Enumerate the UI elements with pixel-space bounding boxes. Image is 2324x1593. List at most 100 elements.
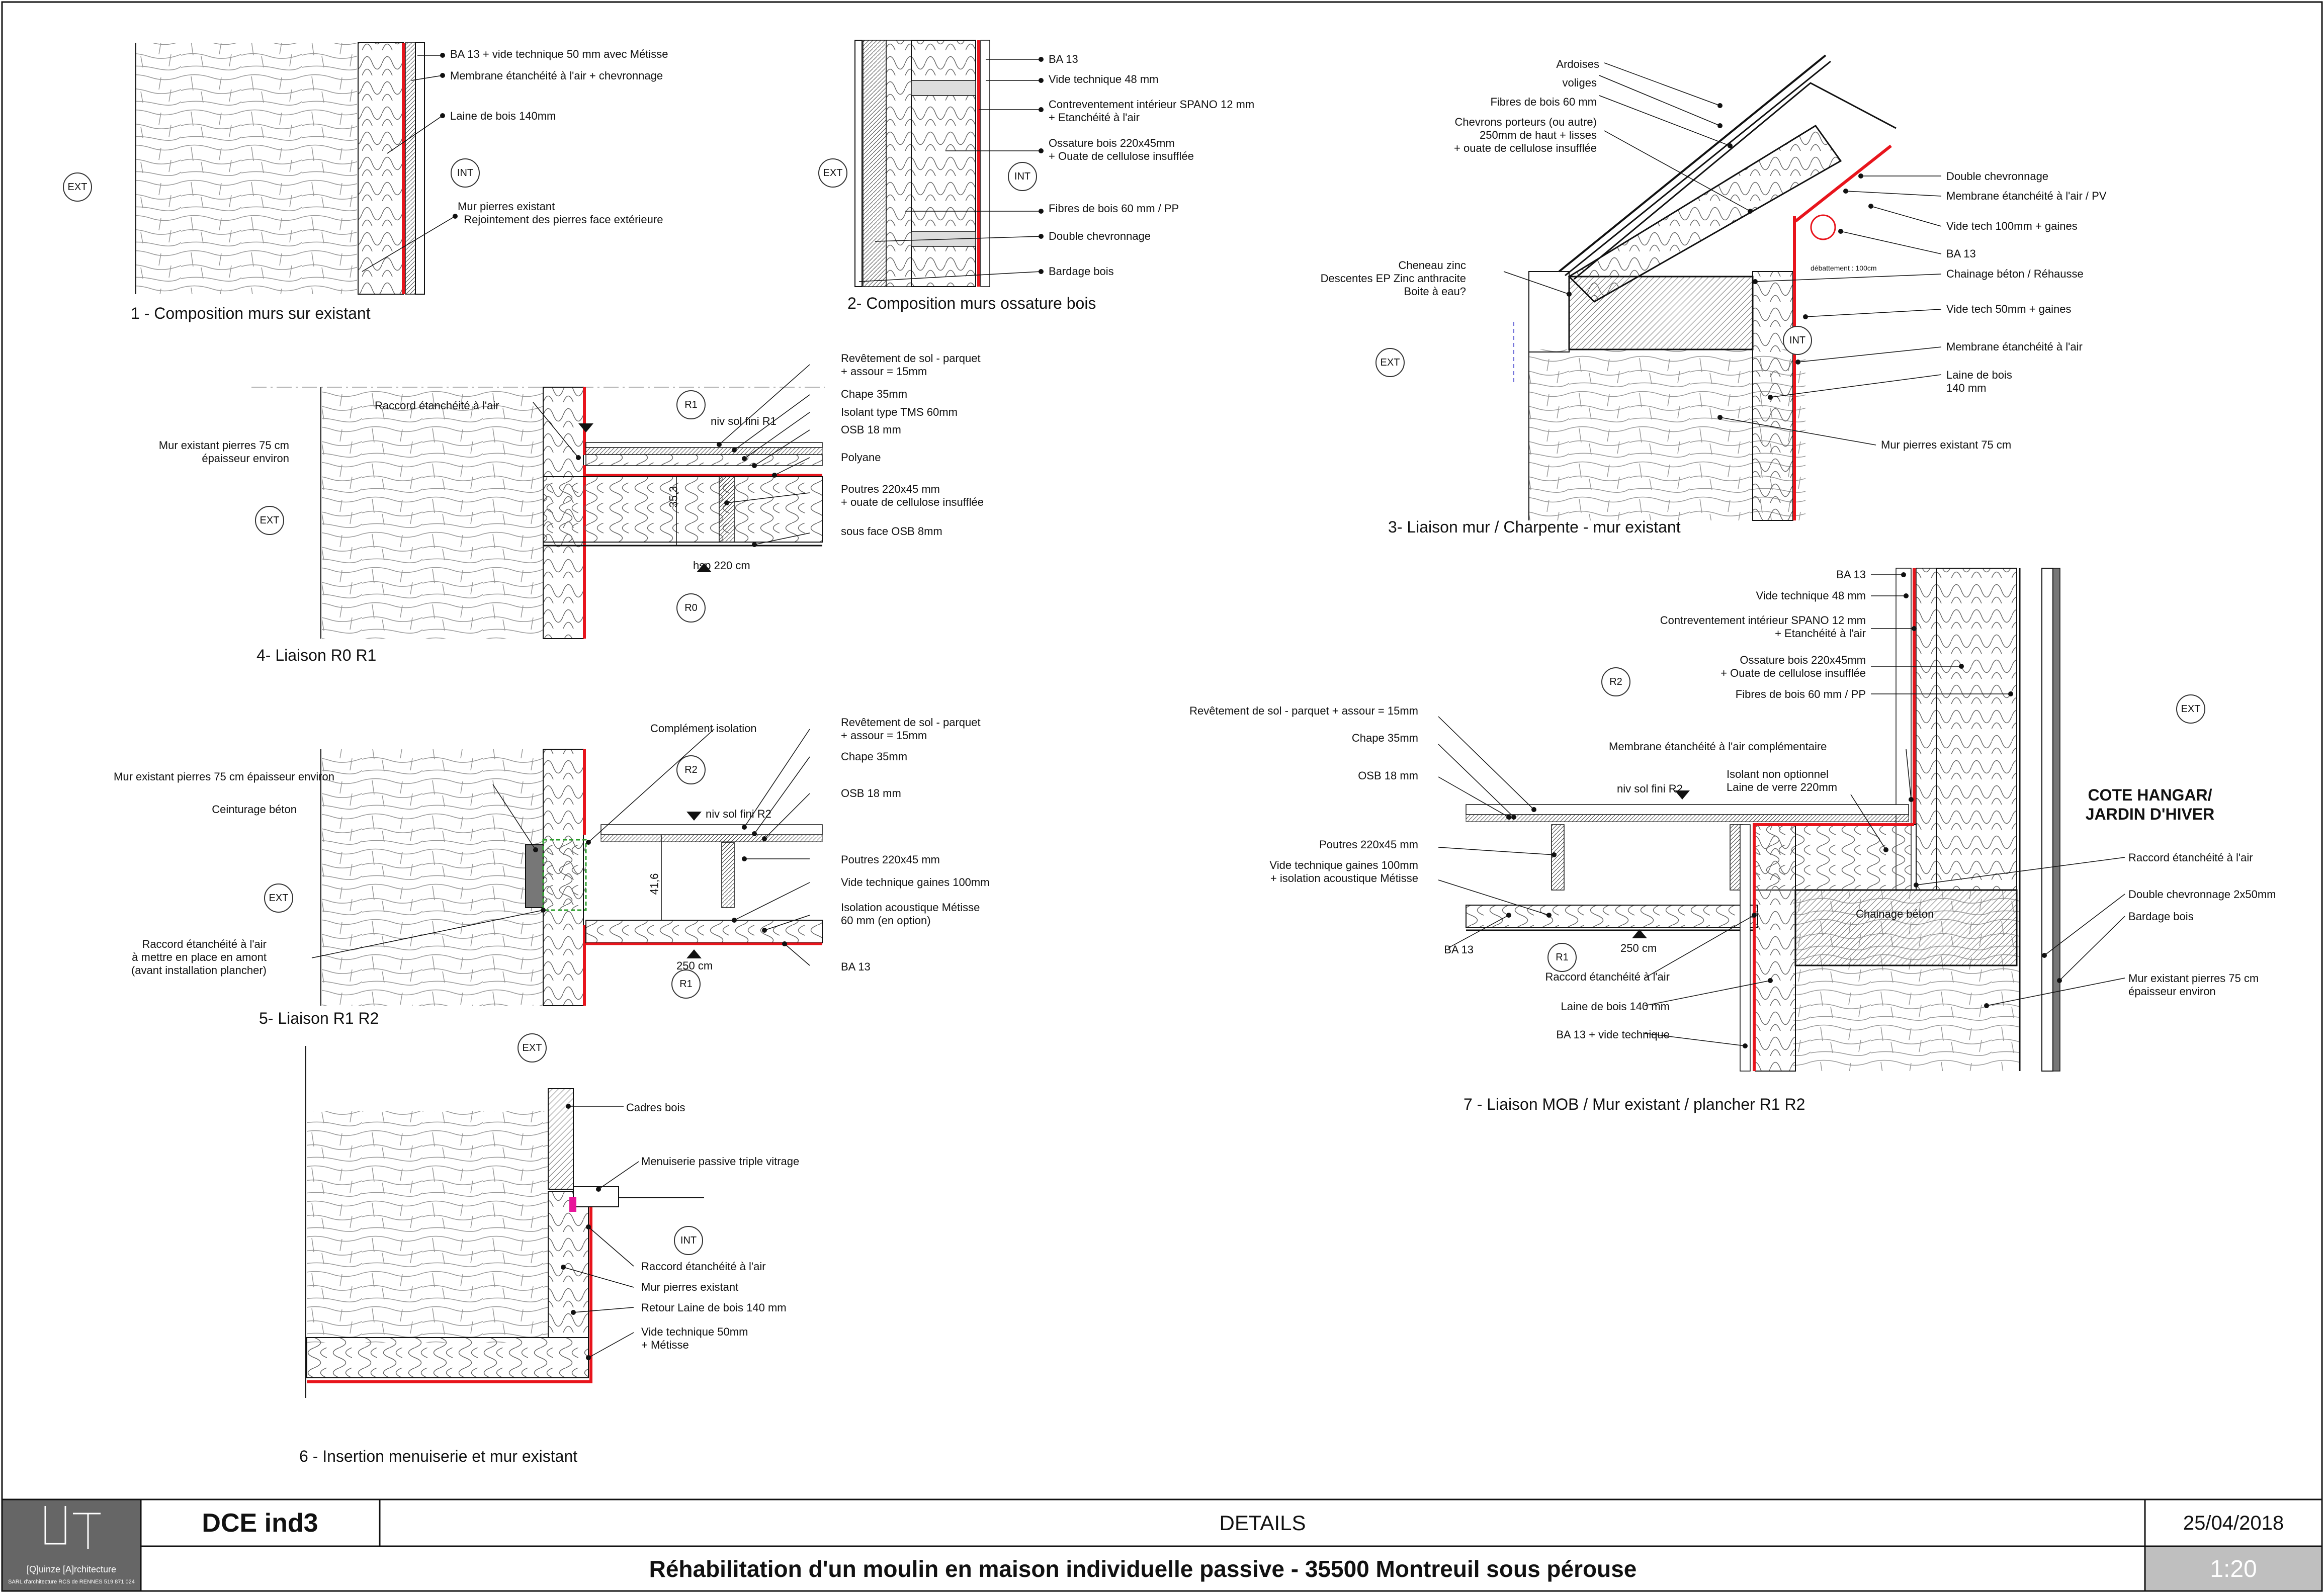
d4-label-raccord: Raccord étanchéité à l'air bbox=[375, 399, 499, 412]
leader-dot bbox=[724, 500, 729, 505]
d7-label-osb: OSB 18 mm bbox=[1358, 769, 1418, 782]
tag-int-d6: INT bbox=[674, 1226, 703, 1255]
d3-label-chevrons: Chevrons porteurs (ou autre) 250mm de ha… bbox=[1454, 116, 1597, 154]
leader-dot bbox=[561, 1265, 566, 1270]
leader-dot bbox=[533, 847, 538, 852]
leader-dot bbox=[1552, 852, 1557, 857]
d1-label-laine: Laine de bois 140mm bbox=[450, 110, 556, 122]
d2-label-vide: Vide technique 48 mm bbox=[1049, 73, 1159, 85]
leader-dot bbox=[1567, 292, 1572, 297]
leader-dot bbox=[1743, 1043, 1748, 1048]
detail-1-wall-existing bbox=[135, 42, 456, 295]
leader-dot bbox=[2057, 978, 2062, 983]
d3-label-ba13: BA 13 bbox=[1946, 247, 1976, 260]
d5-label-raccord: Raccord étanchéité à l'air à mettre en p… bbox=[131, 938, 267, 977]
d1-label-ba13: BA 13 + vide technique 50 mm avec Métiss… bbox=[450, 48, 668, 60]
tag-r1-d7: R1 bbox=[1547, 943, 1577, 972]
leader-dot bbox=[1838, 229, 1843, 234]
tag-int-d1: INT bbox=[451, 158, 480, 188]
d7-label-ba13-low: BA 13 bbox=[1444, 943, 1474, 956]
leader-dot bbox=[1904, 593, 1909, 598]
leader-dot bbox=[541, 908, 546, 913]
leader-dot bbox=[732, 918, 737, 923]
leader-dot bbox=[586, 1224, 591, 1229]
d7-label-fibres: Fibres de bois 60 mm / PP bbox=[1735, 688, 1866, 700]
tag-r1-d4: R1 bbox=[676, 390, 706, 419]
d3-label-vide-tech-100: Vide tech 100mm + gaines bbox=[1946, 220, 2078, 232]
leader-dot bbox=[1039, 57, 1044, 62]
d5-label-poutres: Poutres 220x45 mm bbox=[841, 853, 940, 866]
d4-label-revetement: Revêtement de sol - parquet + assour = 1… bbox=[841, 352, 981, 378]
leader-dot bbox=[1717, 103, 1723, 108]
leader-dot bbox=[596, 1187, 601, 1192]
tag-ext-d1: EXT bbox=[63, 172, 92, 202]
d5-label-vide: Vide technique gaines 100mm bbox=[841, 876, 990, 889]
d7-side-title: COTE HANGAR/ JARDIN D'HIVER bbox=[2085, 786, 2215, 823]
d7-label-raccord-right: Raccord étanchéité à l'air bbox=[2128, 851, 2253, 864]
d2-label-ba13: BA 13 bbox=[1049, 53, 1078, 65]
d3-label-membrane-pv: Membrane étanchéité à l'air / PV bbox=[1946, 190, 2107, 202]
d7-label-chape: Chape 35mm bbox=[1351, 732, 1418, 744]
d7-label-laine: Laine de bois 140 mm bbox=[1561, 1000, 1670, 1013]
d5-label-revetement: Revêtement de sol - parquet + assour = 1… bbox=[841, 716, 981, 742]
d7-label-ossature: Ossature bois 220x45mm + Ouate de cellul… bbox=[1720, 654, 1866, 679]
leader-dot bbox=[571, 1310, 576, 1315]
tag-r2-d5: R2 bbox=[676, 755, 706, 784]
leader-dot bbox=[576, 455, 581, 460]
d4-dim: 35,3 bbox=[667, 486, 680, 508]
d3-label-chainage: Chainage béton / Réhausse bbox=[1946, 268, 2084, 280]
leader-dot bbox=[1868, 204, 1873, 209]
leader-dot bbox=[1883, 847, 1888, 852]
leader-dot bbox=[440, 73, 445, 78]
d3-label-voliges: voliges bbox=[1562, 76, 1597, 89]
d7-label-vide-gaines: Vide technique gaines 100mm + isolation … bbox=[1269, 859, 1418, 884]
leader-dot bbox=[2008, 691, 2013, 696]
d6-label-vide: Vide technique 50mm + Métisse bbox=[641, 1325, 748, 1351]
d6-label-menuiserie: Menuiserie passive triple vitrage bbox=[641, 1155, 800, 1168]
leader-dot bbox=[1803, 314, 1808, 319]
d2-label-chevronnage: Double chevronnage bbox=[1049, 230, 1151, 242]
scale-label: 1:20 bbox=[2210, 1555, 2257, 1582]
leader-dot bbox=[1506, 815, 1511, 820]
leader-dot bbox=[1506, 913, 1511, 918]
leader-dot bbox=[586, 1355, 591, 1360]
d5-dim: 41,6 bbox=[648, 873, 661, 895]
leader-dot bbox=[1984, 1003, 1989, 1008]
d4-label-poutres: Poutres 220x45 mm + ouate de cellulose i… bbox=[841, 483, 984, 508]
leader-dot bbox=[772, 473, 777, 478]
leader-dot bbox=[1717, 123, 1723, 128]
tag-r0-d4: R0 bbox=[676, 593, 706, 623]
phase-label: DCE ind3 bbox=[202, 1509, 318, 1538]
leader-dot bbox=[1546, 913, 1552, 918]
d2-label-contrevent: Contreventement intérieur SPANO 12 mm + … bbox=[1049, 98, 1255, 124]
d4-title: 4- Liaison R0 R1 bbox=[256, 646, 377, 664]
leader-dot bbox=[762, 836, 767, 841]
d1-label-membrane: Membrane étanchéité à l'air + chevronnag… bbox=[450, 69, 663, 82]
d3-label-membrane: Membrane étanchéité à l'air bbox=[1946, 340, 2083, 353]
d5-label-mur: Mur existant pierres 75 cm épaisseur env… bbox=[114, 770, 334, 783]
d7-label-mur: Mur existant pierres 75 cm épaisseur env… bbox=[2128, 972, 2259, 998]
leader-dot bbox=[1768, 978, 1773, 983]
leader-dots bbox=[440, 53, 2062, 1360]
leader-dot bbox=[1531, 807, 1536, 812]
d7-title: 7 - Liaison MOB / Mur existant / planche… bbox=[1464, 1095, 1805, 1113]
tag-ext-d4: EXT bbox=[255, 506, 284, 535]
leader-dot bbox=[1858, 173, 1863, 179]
leader-dot bbox=[1728, 143, 1733, 148]
d6-label-mur: Mur pierres existant bbox=[641, 1281, 739, 1293]
d4-label-mur: Mur existant pierres 75 cm épaisseur env… bbox=[158, 439, 289, 465]
d3-label-debattement: débattement : 100cm bbox=[1811, 264, 1877, 272]
leader-dot bbox=[440, 53, 445, 58]
leader-dot bbox=[586, 840, 591, 845]
d7-hsp: 250 cm bbox=[1620, 942, 1657, 954]
leader-dot bbox=[440, 113, 445, 118]
leader-dot bbox=[2042, 953, 2047, 958]
d4-label-osb: OSB 18 mm bbox=[841, 423, 901, 436]
leader-dot bbox=[1768, 395, 1773, 400]
d7-label-raccord-left: Raccord étanchéité à l'air bbox=[1545, 970, 1670, 983]
d5-level: niv sol fini R2 bbox=[706, 808, 771, 820]
leader-dot bbox=[742, 825, 747, 830]
d3-label-double-chevronnage: Double chevronnage bbox=[1946, 170, 2049, 183]
d6-label-cadres: Cadres bois bbox=[626, 1101, 685, 1114]
